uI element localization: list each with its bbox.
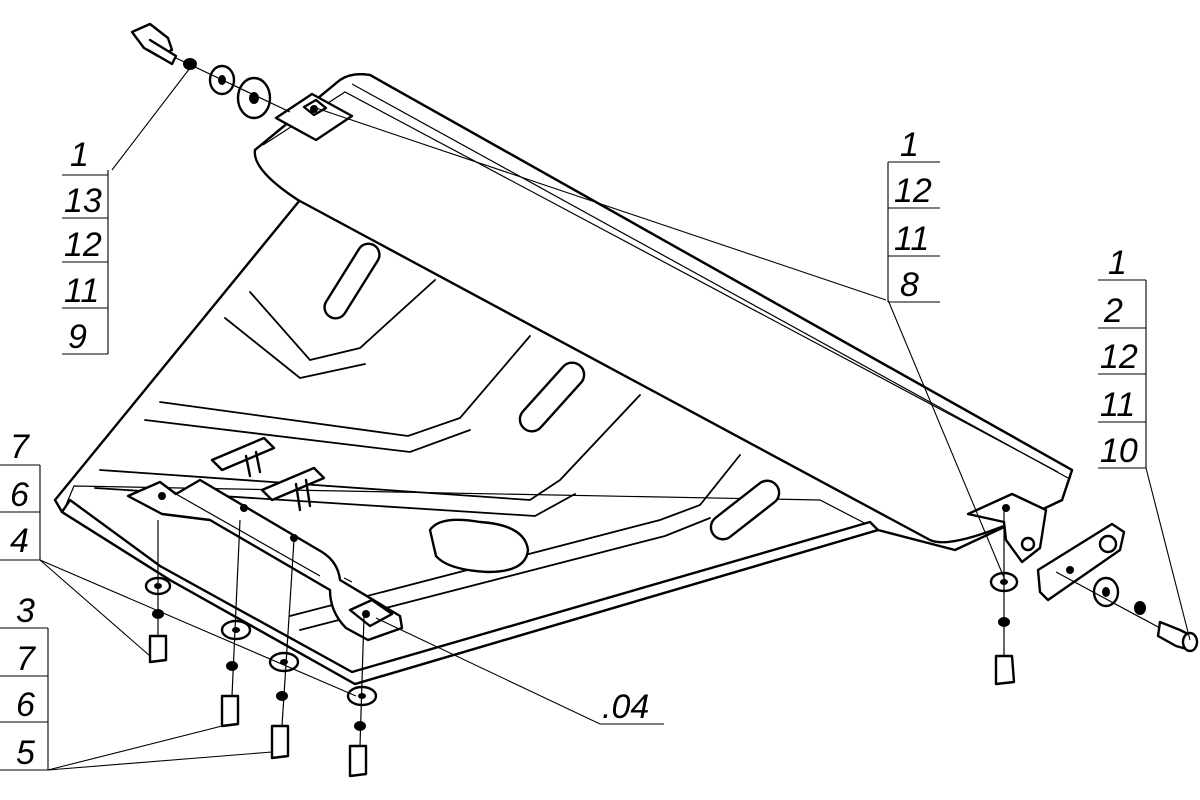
label-left-upper-2: 6 bbox=[10, 476, 29, 514]
label-left-upper-1: 7 bbox=[10, 428, 30, 466]
right-bracket bbox=[966, 492, 1199, 686]
leader-lines bbox=[0, 67, 1191, 771]
callout-labels: 1 13 12 11 9 1 12 11 8 1 2 12 11 10 7 6 … bbox=[10, 126, 1138, 772]
label-left-upper-3: 4 bbox=[10, 522, 29, 560]
label-right-5: 10 bbox=[1100, 432, 1138, 470]
label-right-4: 11 bbox=[1100, 386, 1135, 424]
label-top-mid-2: 12 bbox=[894, 172, 932, 210]
skid-plate bbox=[53, 72, 1074, 686]
top-left-fasteners bbox=[130, 22, 291, 120]
label-right-1: 1 bbox=[1108, 244, 1127, 282]
label-left-lower-4: 5 bbox=[16, 734, 35, 772]
label-left-lower-2: 7 bbox=[16, 640, 36, 678]
label-top-left-1: 1 bbox=[70, 136, 89, 174]
label-top-left-2: 13 bbox=[64, 182, 102, 220]
label-right-2: 2 bbox=[1103, 292, 1123, 330]
label-top-left-5: 9 bbox=[68, 318, 87, 356]
lower-fasteners bbox=[144, 519, 378, 778]
label-left-lower-1: 3 bbox=[16, 592, 35, 630]
label-top-mid-1: 1 bbox=[900, 126, 919, 164]
label-top-left-3: 12 bbox=[64, 226, 102, 264]
label-part-ref: .04 bbox=[602, 688, 649, 726]
label-left-lower-3: 6 bbox=[16, 686, 35, 724]
label-top-left-4: 11 bbox=[64, 272, 99, 310]
label-top-mid-4: 8 bbox=[900, 266, 919, 304]
label-top-mid-3: 11 bbox=[894, 220, 929, 258]
label-right-3: 12 bbox=[1100, 338, 1138, 376]
